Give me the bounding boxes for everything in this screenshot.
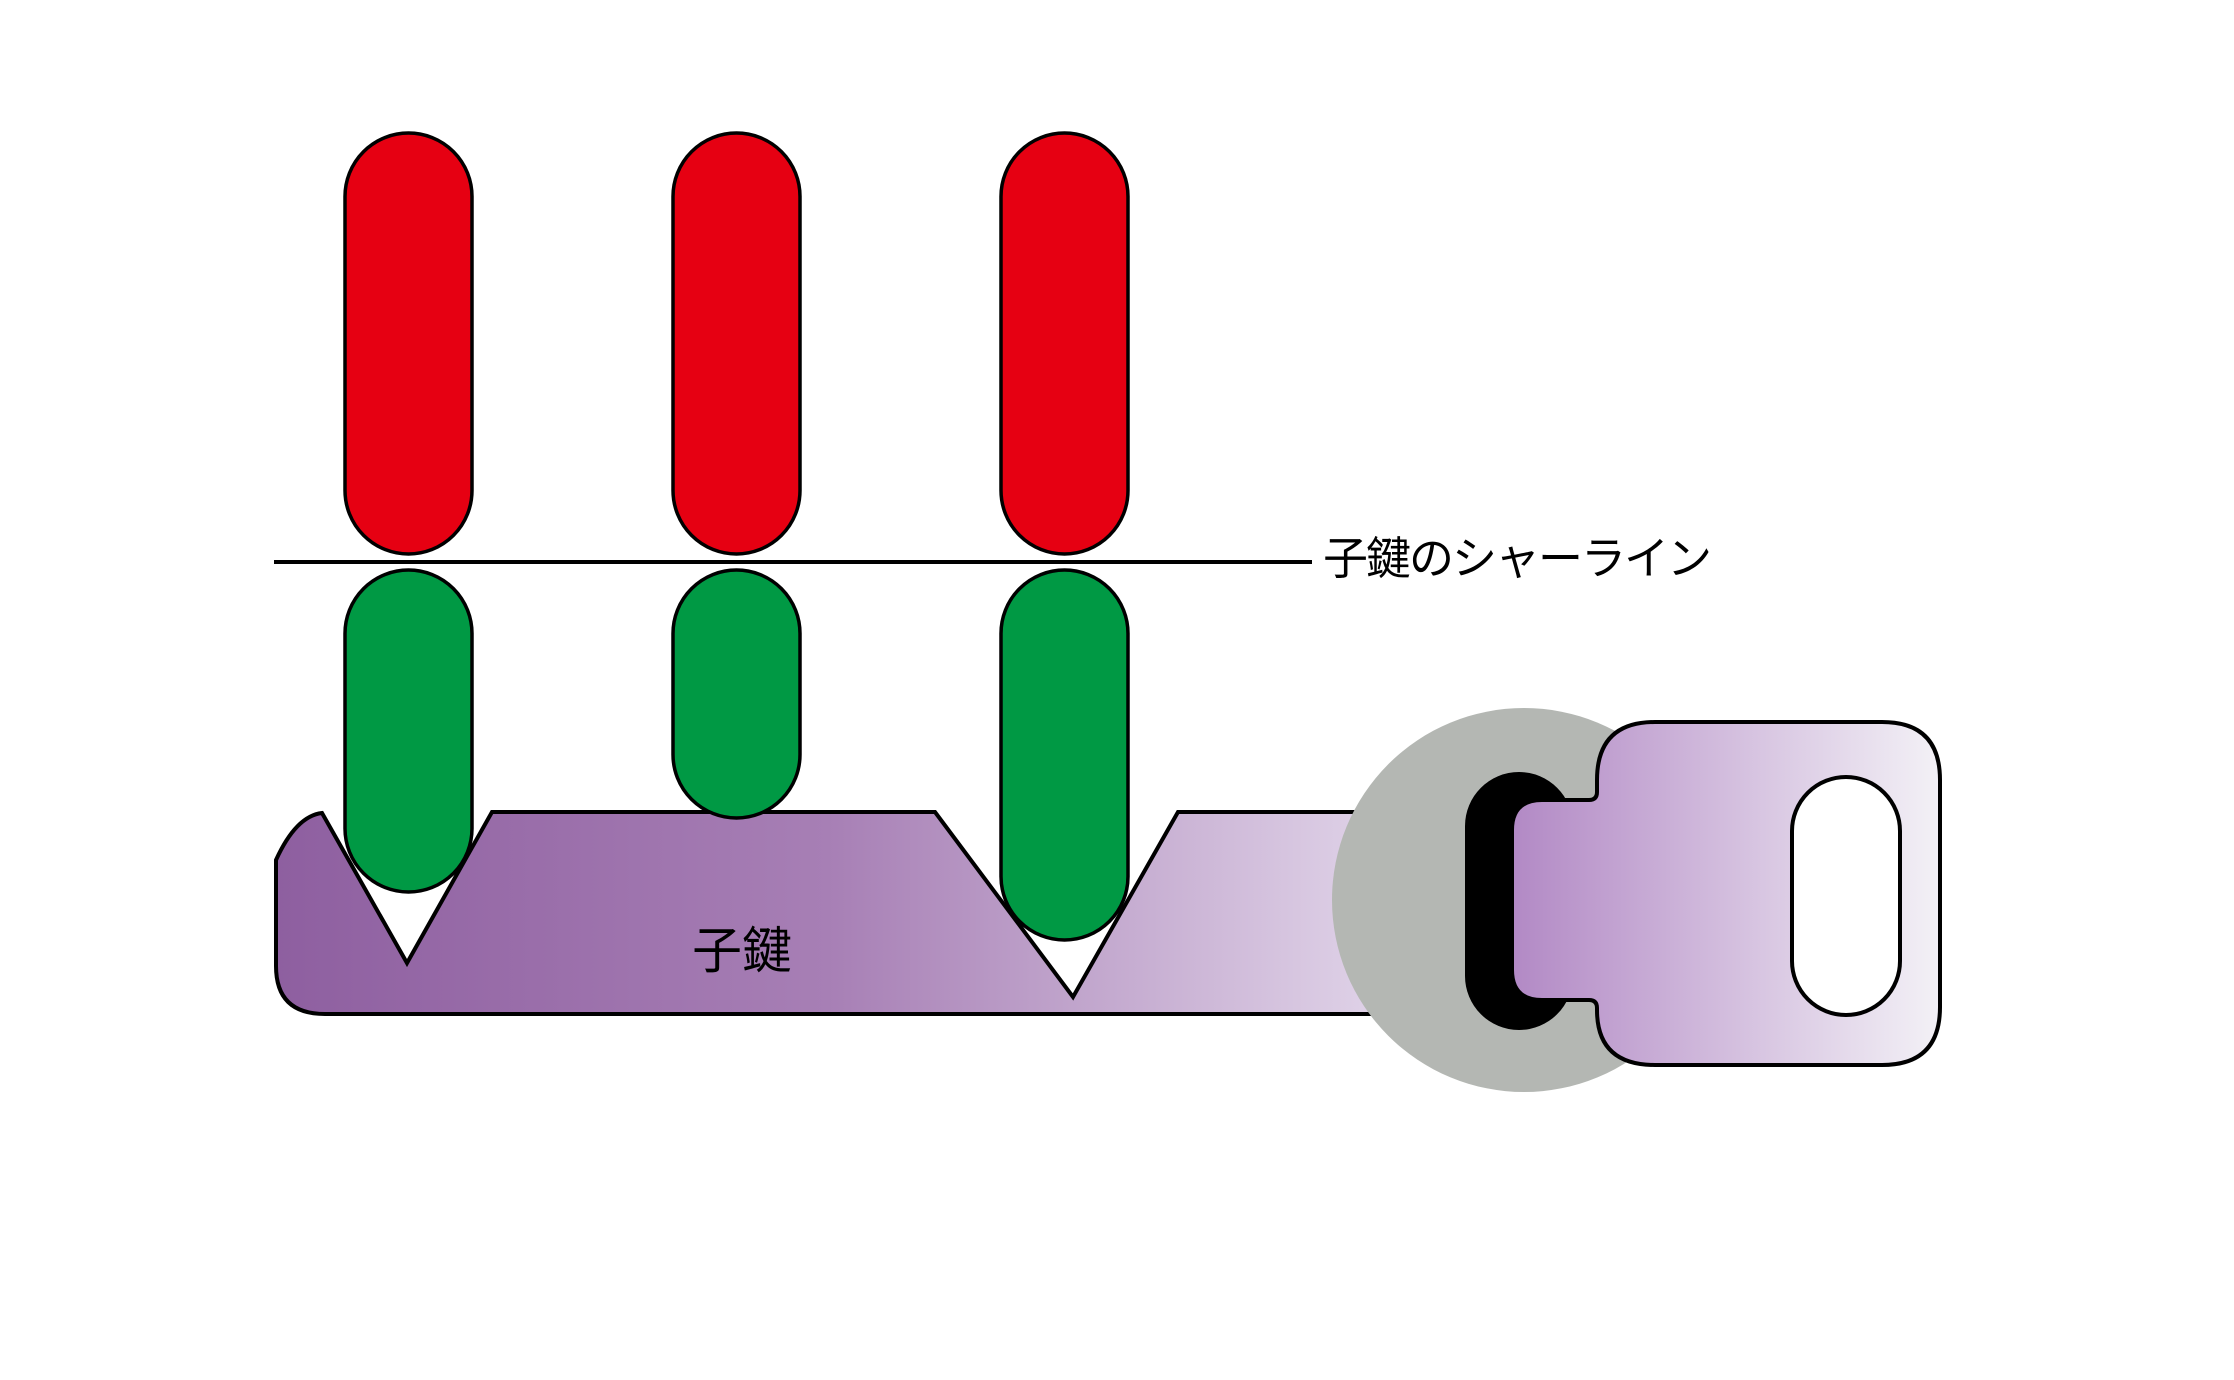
driver-pin-3 (999, 131, 1130, 556)
key-pin-3 (999, 568, 1130, 942)
key-bow-hole (1790, 775, 1902, 1017)
shear-line-label: 子鍵のシャーライン (1323, 533, 1710, 584)
driver-pin-1 (343, 131, 474, 556)
key-label: 子鍵 (692, 923, 792, 979)
key-blade (274, 810, 1504, 1016)
key-pin-1 (343, 568, 474, 894)
key-pin-2 (671, 568, 802, 820)
driver-pin-2 (671, 131, 802, 556)
